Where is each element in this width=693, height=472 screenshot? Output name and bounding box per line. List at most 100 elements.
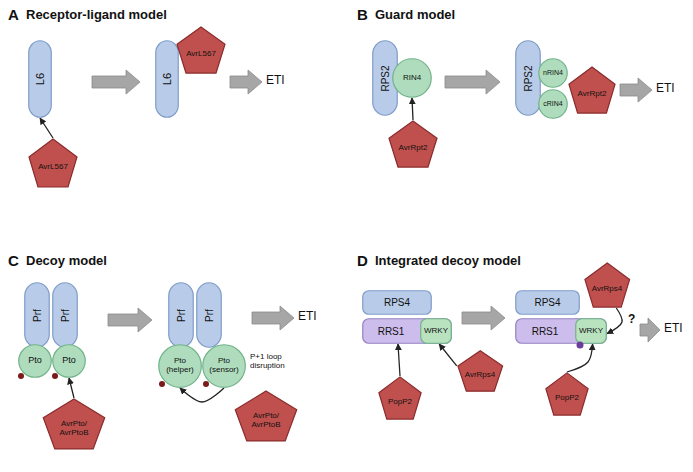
effector-pentagon-shape bbox=[29, 139, 77, 187]
annotation: P+1 loop disruption bbox=[250, 352, 302, 370]
integrated-domain-shape bbox=[421, 319, 452, 344]
outcome-label: ETI bbox=[298, 310, 317, 324]
phospho-dot bbox=[159, 381, 165, 387]
node-text: AvrRps4 bbox=[592, 285, 623, 294]
decoy-circle: Pto (helper) bbox=[158, 344, 202, 388]
phospho-dot bbox=[52, 373, 58, 379]
node-text: AvrPto/ AvrPtoB bbox=[242, 412, 290, 430]
receptor-pill: L6 bbox=[28, 40, 52, 118]
effector-pentagon: AvrL567 bbox=[176, 26, 226, 74]
node-text: WRKY bbox=[424, 327, 448, 336]
node-text: PopP2 bbox=[555, 394, 579, 403]
node-text: RPS2 bbox=[380, 65, 391, 91]
interaction-arrow bbox=[607, 308, 622, 334]
panel-title: Guard model bbox=[375, 8, 455, 23]
transition-arrow bbox=[230, 70, 262, 94]
node-text: Prf bbox=[32, 309, 43, 322]
effector-pentagon-shape bbox=[585, 263, 630, 307]
receptor-pill-shape bbox=[197, 283, 222, 348]
receptor-box: RPS4 bbox=[362, 290, 432, 315]
effector-pentagon: AvrRpt2 bbox=[568, 66, 616, 114]
effector-pentagon: AvrRps4 bbox=[457, 350, 504, 392]
interaction-arrow bbox=[40, 118, 53, 138]
effector-pentagon-shape bbox=[43, 399, 104, 449]
receptor-box-shape bbox=[516, 291, 580, 315]
receptor-pill: L6 bbox=[155, 40, 179, 118]
node-text: L6 bbox=[34, 73, 46, 85]
interaction-arrow bbox=[567, 344, 593, 372]
effector-pentagon-shape bbox=[389, 121, 437, 167]
receptor-pill: RPS2 bbox=[515, 40, 541, 116]
panel-letter: C bbox=[8, 252, 19, 269]
node-text: Pto (helper) bbox=[162, 357, 198, 375]
node-text: L6 bbox=[161, 73, 173, 85]
outcome-label: ETI bbox=[266, 74, 285, 88]
node-text: RRS1 bbox=[532, 326, 559, 337]
node-text: AvrRpt2 bbox=[399, 144, 428, 153]
decoy-circle: Pto bbox=[52, 344, 86, 378]
effector-pentagon: PopP2 bbox=[545, 372, 589, 416]
decoy-circle: Pto (sensor) bbox=[202, 344, 246, 388]
panel-title: Decoy model bbox=[26, 254, 107, 269]
interaction-arrow bbox=[180, 388, 224, 402]
interaction-arrow bbox=[439, 344, 457, 366]
effector-pentagon-shape bbox=[458, 351, 503, 391]
decoy-circle-shape bbox=[53, 345, 86, 378]
receptor-pill: Prf bbox=[52, 282, 78, 348]
decoy-circle-shape bbox=[19, 345, 52, 378]
transition-arrow bbox=[252, 306, 294, 330]
node-text: Prf bbox=[176, 309, 187, 322]
outcome-label: ETI bbox=[664, 322, 683, 336]
node-text: AvrPto/ AvrPtoB bbox=[50, 420, 98, 438]
cleaved-fragment-shape bbox=[539, 59, 568, 88]
transition-arrow bbox=[462, 306, 505, 330]
interaction-arrow bbox=[412, 98, 413, 120]
receptor-pill-shape bbox=[53, 283, 78, 348]
node-text: AvrRpt2 bbox=[578, 90, 607, 99]
receptor-box-shape bbox=[363, 291, 432, 315]
cleaved-fragment: nRIN4 bbox=[538, 58, 568, 88]
cleaved-fragment-shape bbox=[539, 90, 568, 119]
decoy-circle-shape bbox=[203, 345, 246, 388]
receptor-pill: Prf bbox=[196, 282, 222, 348]
node-text: AvrL567 bbox=[38, 163, 68, 172]
panel-letter: B bbox=[357, 6, 368, 23]
node-text: cRIN4 bbox=[543, 100, 562, 108]
guardee-circle-shape bbox=[393, 59, 432, 98]
node-text: Prf bbox=[60, 309, 71, 322]
effector-pentagon-shape bbox=[235, 391, 296, 441]
interaction-arrow bbox=[398, 344, 400, 376]
effector-pentagon-shape bbox=[177, 27, 225, 73]
integrated-domain: WRKY bbox=[575, 318, 607, 344]
guardee-circle: RIN4 bbox=[392, 58, 432, 98]
receptor-pill-shape bbox=[516, 41, 541, 116]
transition-arrow bbox=[445, 70, 500, 94]
effector-pentagon: AvrRps4 bbox=[584, 262, 631, 308]
node-text: RRS1 bbox=[378, 326, 405, 337]
panel-letter: A bbox=[8, 6, 19, 23]
node-text: nRIN4 bbox=[543, 69, 563, 77]
effector-pentagon: AvrPto/ AvrPtoB bbox=[234, 390, 298, 442]
node-text: AvrRps4 bbox=[465, 371, 496, 380]
integrated-domain: WRKY bbox=[420, 318, 452, 344]
decoy-circle-shape bbox=[159, 345, 202, 388]
transition-arrow bbox=[640, 318, 660, 342]
effector-pentagon-shape bbox=[546, 373, 588, 415]
receptor-box: RPS4 bbox=[515, 290, 580, 315]
node-text: Pto bbox=[62, 356, 76, 366]
panel-letter: D bbox=[357, 252, 368, 269]
phospho-dot bbox=[203, 381, 209, 387]
receptor-box: RRS1 WRKY bbox=[515, 318, 607, 344]
question-mark: ? bbox=[628, 313, 635, 327]
transition-arrow bbox=[620, 78, 652, 102]
transition-arrow bbox=[108, 308, 152, 332]
decoy-circle: Pto bbox=[18, 344, 52, 378]
integrated-domain-shape bbox=[576, 319, 607, 344]
effector-pentagon: AvrRpt2 bbox=[388, 120, 438, 168]
node-text: RPS4 bbox=[534, 297, 560, 308]
effector-pentagon-shape bbox=[379, 377, 421, 419]
node-text: Pto bbox=[28, 356, 42, 366]
effector-pentagon: AvrPto/ AvrPtoB bbox=[42, 398, 106, 450]
